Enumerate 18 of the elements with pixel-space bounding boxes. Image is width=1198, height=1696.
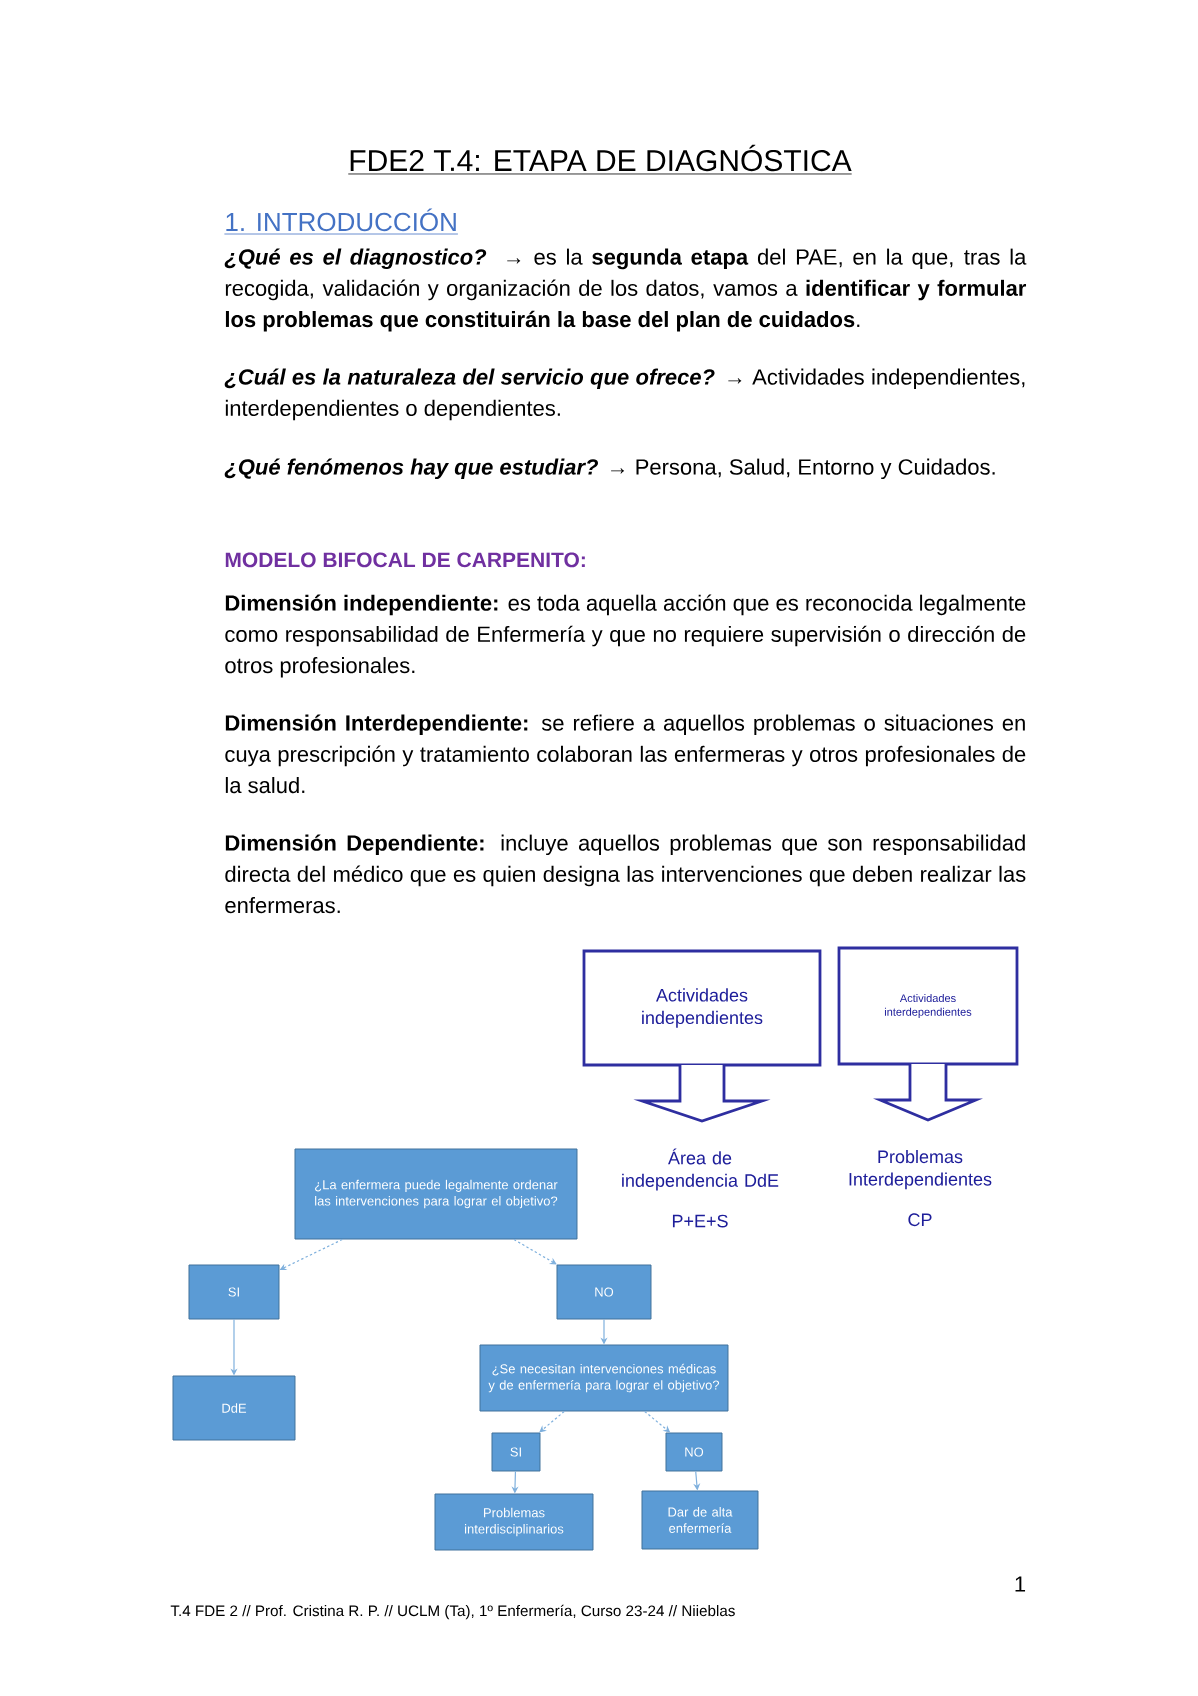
label: interdependientes o dependientes. [225, 399, 560, 421]
arrow [513, 1238, 557, 1265]
label: → Actividades independientes, [728, 368, 1025, 390]
paragraph: Dimensión independiente: es toda aquella acción que es reconocida legalmente como responsabilidad de Enfermería y que no requiere supervisión o dirección de otros profesionales. [225, 594, 1026, 678]
paragraph: Dimensión Interdependiente: se refiere a aquellos problemas o situaciones en cuya prescripción y tratamiento colaboran las enfermeras y otros profesionales de la salud. [225, 714, 1026, 794]
paragraph: ¿Qué es el diagnostico? → es la segunda etapa del PAE, en la que, tras la recogida, validación y organización de los datos, vamos a identificar y formular los problemas que constituirán la base del plan de cuidados. [224, 248, 1027, 332]
page-number: 1 [1015, 1576, 1026, 1592]
paragraph: ¿Qué fenómenos hay que estudiar? → Persona, Salud, Entorno y Cuidados. [224, 458, 995, 480]
title: FDE2 T.4: ETAPA DE DIAGNÓSTICA [347, 144, 853, 175]
paragraph: Dimensión Dependiente: incluye aquellos problemas que son responsabilidad directa del médico que es quien designa las intervenciones que deben realizar las enfermeras. [225, 834, 1026, 914]
label: ¿Cuál es la naturaleza del servicio que ofrece? [224, 368, 715, 390]
area-label: Problemas Interdependientes CP [849, 1149, 992, 1227]
section-heading: 1. INTRODUCCIÓN [224, 208, 459, 235]
arrow [539, 1410, 565, 1433]
paragraph: ¿Cuál es la naturaleza del servicio que ofrece? → Actividades independientes, interdependientes o dependientes. [224, 368, 1025, 421]
callout-box: Actividades independientes [582, 949, 822, 1123]
area-label: Área de independencia DdE P+E+S [622, 1148, 779, 1228]
subheading: MODELO BIFOCAL DE CARPENITO: [225, 552, 585, 568]
